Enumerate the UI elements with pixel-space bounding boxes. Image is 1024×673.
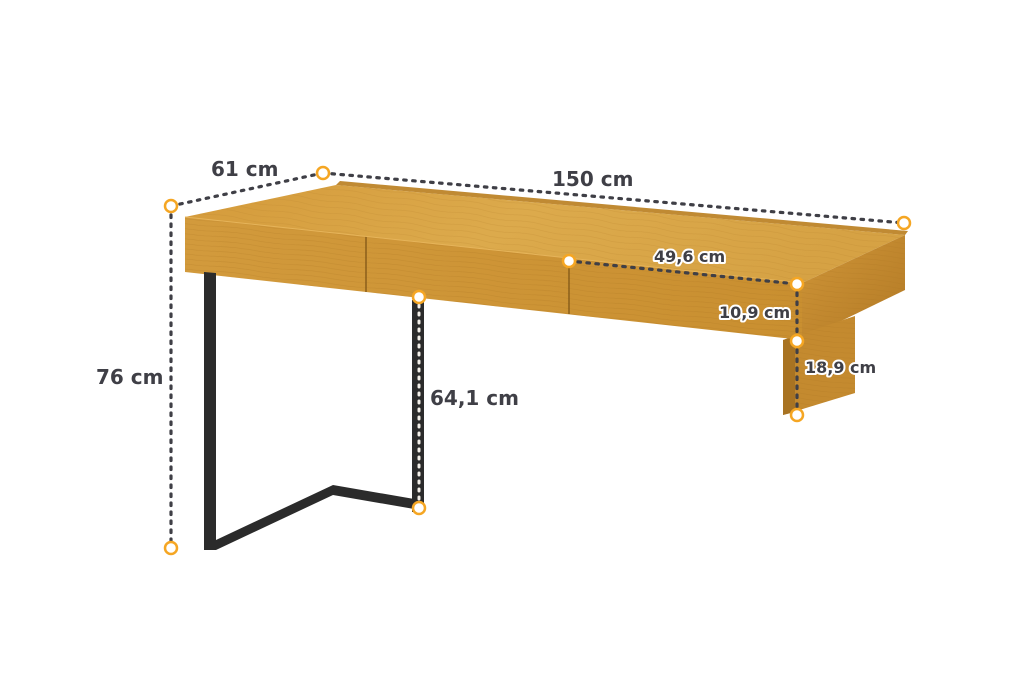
marker-drawer-bottom [789, 333, 805, 349]
drawer-width-label: 49,6 cm [654, 247, 725, 266]
leg-height-label: 64,1 cm [430, 386, 519, 410]
width-label: 150 cm [552, 167, 633, 191]
height-label: 76 cm [96, 365, 164, 389]
depth-label: 61 cm [211, 157, 279, 181]
drawer-width-line [567, 259, 799, 286]
desk-front-apron [184, 216, 803, 340]
marker-height-bottom [163, 540, 179, 556]
dimension-labels: 61 cm 150 cm 76 cm 64,1 cm 49,6 cm 10,9 … [96, 157, 878, 410]
dimension-lines [169, 171, 906, 550]
marker-drawer-start [561, 253, 577, 269]
marker-panel-bottom [789, 407, 805, 423]
desk-top-side [802, 235, 905, 340]
desk-top [185, 181, 908, 283]
marker-width-end [896, 215, 912, 231]
marker-depth-back [315, 165, 331, 181]
dimension-markers [163, 165, 912, 556]
depth-line [169, 171, 325, 208]
marker-drawer-corner [789, 276, 805, 292]
panel-height-label: 18,9 cm [805, 358, 876, 377]
drawer-height-label: 10,9 cm [719, 303, 790, 322]
marker-depth-front [163, 198, 179, 214]
metal-leg-frame [204, 272, 424, 550]
width-line [321, 171, 906, 225]
marker-leg-bottom [411, 500, 427, 516]
marker-leg-top [411, 289, 427, 305]
